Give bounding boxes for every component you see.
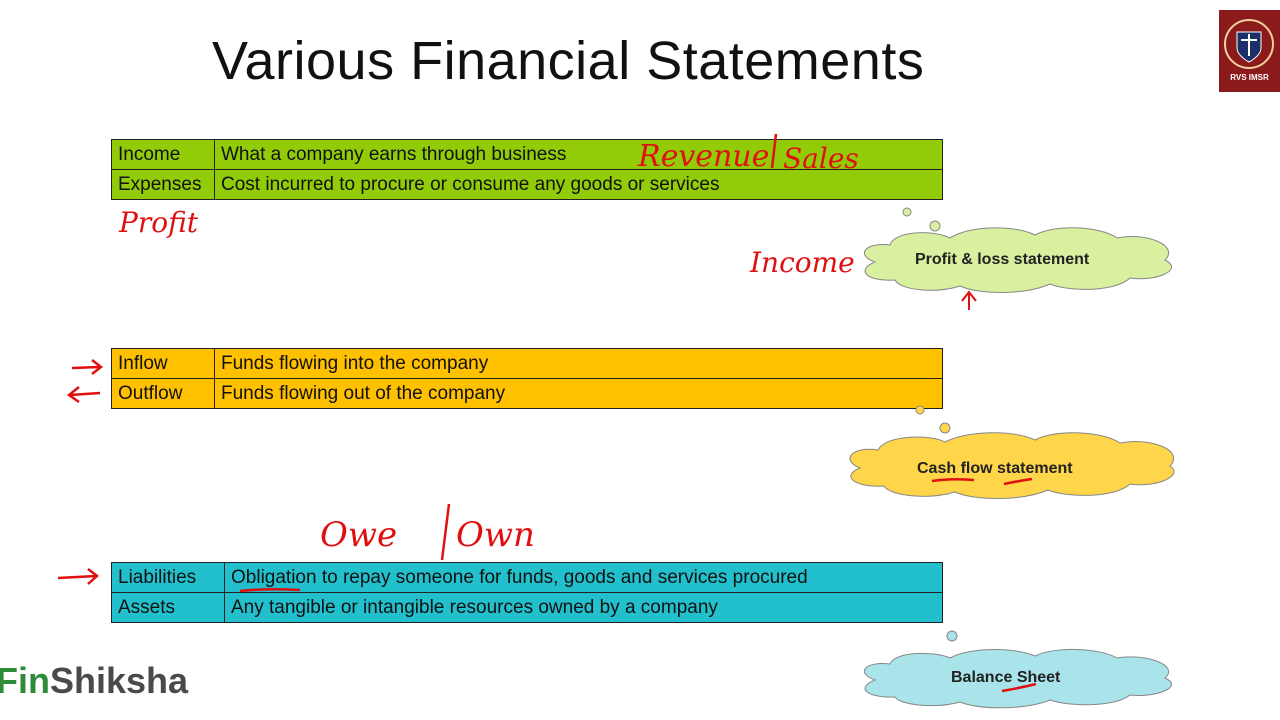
brand-part-fin: Fin: [0, 660, 50, 701]
definition-cell: Any tangible or intangible resources own…: [224, 592, 943, 623]
annotation-revenue: Revenue: [637, 139, 769, 174]
finshiksha-brand: FinShiksha: [0, 660, 188, 702]
income-expenses-table: Income What a company earns through busi…: [111, 139, 943, 200]
balance-sheet-label: Balance Sheet: [951, 669, 1061, 686]
term-cell: Income: [111, 139, 215, 170]
balance-cloud-shape: [863, 630, 1173, 709]
underline-cash: [931, 477, 975, 483]
right-arrow-icon: [57, 568, 99, 585]
pl-cloud-shape: [863, 207, 1173, 293]
right-arrow-icon: [71, 359, 104, 375]
table-row: Liabilities Obligation to repay someone …: [111, 562, 943, 593]
underline-obligation: [239, 587, 301, 593]
left-arrow-icon: [66, 386, 101, 404]
term-cell: Liabilities: [111, 562, 225, 593]
logo-text: RVS IMSR: [1230, 73, 1269, 82]
term-cell: Outflow: [111, 378, 215, 409]
table-row: Assets Any tangible or intangible resour…: [111, 592, 943, 623]
term-cell: Expenses: [111, 169, 215, 200]
annotation-owe-own-divider: [440, 503, 451, 561]
cash-cloud-shape: [849, 405, 1175, 499]
annotation-own: Own: [456, 515, 535, 555]
annotation-owe: Owe: [320, 515, 397, 555]
underline-sheet: [1001, 682, 1037, 693]
liabilities-assets-table: Liabilities Obligation to repay someone …: [111, 562, 943, 623]
pl-statement-label: Profit & loss statement: [915, 251, 1090, 268]
annotation-sales: Sales: [783, 142, 859, 175]
annotation-profit: Profit: [118, 206, 199, 239]
definition-cell: Obligation to repay someone for funds, g…: [224, 562, 943, 593]
table-row: Inflow Funds flowing into the company: [111, 348, 943, 379]
slide-title: Various Financial Statements: [212, 31, 925, 91]
up-arrow-icon: [961, 290, 977, 310]
definition-cell: Funds flowing into the company: [214, 348, 943, 379]
table-row: Expenses Cost incurred to procure or con…: [111, 169, 943, 200]
brand-part-shiksha: Shiksha: [49, 660, 189, 701]
term-cell: Assets: [111, 592, 225, 623]
annotation-income: Income: [749, 246, 855, 279]
definition-cell: Funds flowing out of the company: [214, 378, 943, 409]
definition-cell: Cost incurred to procure or consume any …: [214, 169, 943, 200]
cash-flow-statement-label: Cash flow statement: [917, 460, 1073, 477]
crest-icon: [1224, 19, 1274, 69]
annotation-divider-line: [770, 133, 778, 169]
table-row: Outflow Funds flowing out of the company: [111, 378, 943, 409]
underline-statement: [1003, 477, 1033, 486]
term-cell: Inflow: [111, 348, 215, 379]
college-logo: RVS IMSR: [1219, 10, 1280, 92]
inflow-outflow-table: Inflow Funds flowing into the company Ou…: [111, 348, 943, 409]
